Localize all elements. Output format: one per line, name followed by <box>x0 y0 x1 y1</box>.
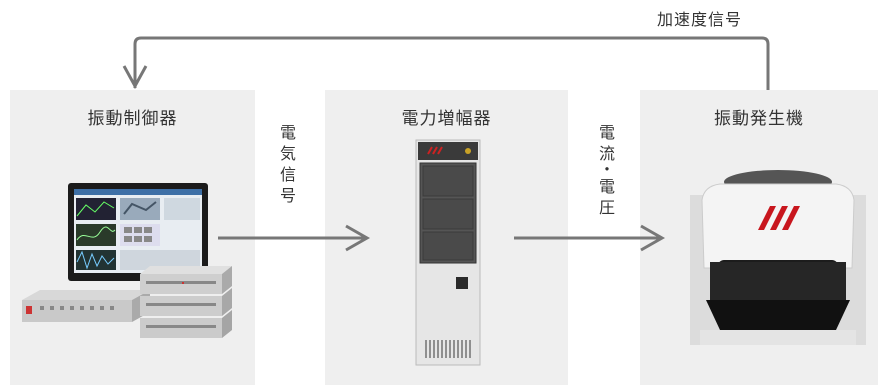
electric-signal-char: 電 <box>279 123 296 142</box>
feedback-arrowhead <box>122 65 148 90</box>
power-amplifier-image <box>415 139 481 366</box>
electric-signal-char: 気 <box>279 144 296 163</box>
electric-signal-arrowhead <box>345 224 371 252</box>
vibration-controller-title: 振動制御器 <box>87 109 178 129</box>
current-voltage-char: 電 <box>598 123 615 142</box>
controller-monitor-image <box>68 183 208 281</box>
current-voltage-arrowhead <box>640 224 666 252</box>
vibration-generator-title: 振動発生機 <box>714 109 804 129</box>
current-voltage-char: ・ <box>598 160 615 179</box>
current-voltage-char: 電 <box>598 177 615 196</box>
electric-signal-label: 電 気 信 号 <box>278 122 298 206</box>
power-amplifier-title: 電力増幅器 <box>401 109 492 129</box>
controller-hardware-image <box>22 266 232 338</box>
current-voltage-char: 流 <box>598 144 615 163</box>
current-voltage-char: 圧 <box>598 198 615 217</box>
current-voltage-label: 電 流 ・ 電 圧 <box>597 122 617 218</box>
acceleration-signal-label: 加速度信号 <box>657 10 743 29</box>
feedback-arrow <box>133 36 770 90</box>
electric-signal-char: 信 <box>279 165 296 184</box>
vibration-generator-image <box>690 170 866 345</box>
electric-signal-char: 号 <box>279 186 296 205</box>
